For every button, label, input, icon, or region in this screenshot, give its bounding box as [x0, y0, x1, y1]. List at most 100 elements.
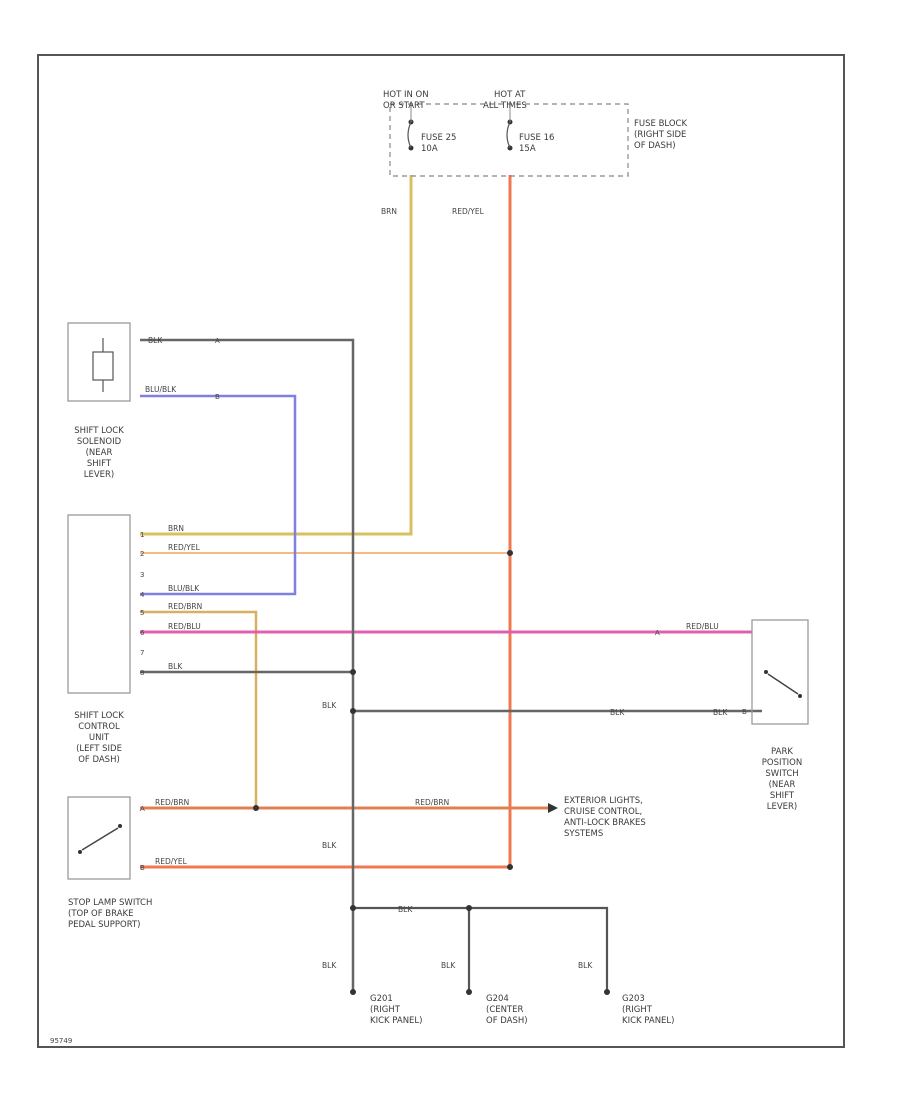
hot-run-label: HOT IN ON: [383, 90, 429, 100]
wire-label: BLK: [610, 708, 625, 717]
solenoid-label: SOLENOID: [77, 437, 122, 447]
park-switch-box: [751, 619, 809, 725]
wire-label: RED/YEL: [452, 207, 485, 216]
ground-g204-label: (CENTER: [486, 1005, 524, 1015]
switch-contact-icon: [81, 827, 119, 851]
wire-label: BLK: [322, 701, 337, 710]
ground-g201-label: KICK PANEL): [370, 1016, 422, 1026]
stop-lamp-label: (TOP OF BRAKE: [68, 909, 133, 919]
wire-label: BLK: [168, 662, 183, 671]
splice-dot: [253, 805, 259, 811]
wire-label: BLU/BLK: [168, 584, 200, 593]
splice-dot: [350, 905, 356, 911]
stop-lamp-switch-box: [67, 796, 131, 880]
pin-label: B: [215, 393, 220, 401]
wire-label: RED/BRN: [415, 798, 449, 807]
wire-label: BLK: [322, 961, 337, 970]
shift-lock-solenoid-box: [67, 322, 131, 402]
fuse-16-label: FUSE 16: [519, 133, 554, 143]
park-switch-label: POSITION: [762, 758, 802, 768]
exterior-lights-label: SYSTEMS: [564, 829, 603, 839]
ground-g201-label: (RIGHT: [370, 1005, 401, 1015]
wire-label: BLK: [441, 961, 456, 970]
hot-all-label: ALL TIMES: [483, 101, 527, 111]
stop-lamp-label: STOP LAMP SWITCH: [68, 898, 152, 908]
splice-dot: [507, 864, 513, 870]
park-switch-label: (NEAR: [769, 780, 796, 790]
fuse-icon: [506, 121, 511, 149]
wire-label: BLK: [713, 708, 728, 717]
arrow-icon: [548, 803, 558, 813]
switch-contact-icon: [767, 673, 799, 695]
wire-label: RED/BRN: [168, 602, 202, 611]
pin-label: 7: [140, 649, 144, 657]
wire-label: BRN: [381, 207, 397, 216]
wire-blk-trunk: [140, 338, 355, 990]
ground-g203-label: KICK PANEL): [622, 1016, 674, 1026]
solenoid-label: LEVER): [84, 470, 115, 480]
wire-label: BLU/BLK: [145, 385, 177, 394]
wire-brn: [140, 175, 413, 536]
pin-label: 5: [140, 609, 144, 617]
ground-g201-label: G201: [370, 994, 393, 1004]
exterior-lights-label: EXTERIOR LIGHTS,: [564, 796, 643, 806]
ground-g204-label: G204: [486, 994, 509, 1004]
wire-label: BLK: [322, 841, 337, 850]
park-switch-label: PARK: [771, 747, 793, 757]
pin-label: A: [215, 337, 220, 345]
wire-label: BLK: [398, 905, 413, 914]
pin-label: 4: [140, 591, 145, 599]
pin-label: 6: [140, 629, 145, 637]
ground-dot: [604, 989, 610, 995]
ground-dot: [350, 989, 356, 995]
wire-redbrn-unit: [140, 610, 258, 808]
diagram-frame: [37, 54, 845, 1048]
splice-dot: [466, 905, 472, 911]
park-switch-label: SWITCH: [765, 769, 798, 779]
pin-label: A: [655, 629, 660, 637]
switch-terminal-icon: [764, 670, 768, 674]
fuse-block-label: (RIGHT SIDE: [634, 130, 686, 140]
fuse-16-label: 15A: [519, 144, 536, 154]
splice-dot: [350, 708, 356, 714]
solenoid-label: SHIFT: [87, 459, 112, 469]
exterior-lights-label: CRUISE CONTROL,: [564, 807, 642, 817]
fuse-25-label: 10A: [421, 144, 438, 154]
pin-label: 1: [140, 531, 144, 539]
control-unit-label: OF DASH): [78, 755, 120, 765]
pin-label: 8: [140, 669, 144, 677]
switch-terminal-icon: [798, 694, 802, 698]
hot-all-label: HOT AT: [494, 90, 526, 100]
control-unit-box: [67, 514, 131, 694]
wire-label: RED/BLU: [168, 622, 201, 631]
wire-label: BRN: [168, 524, 184, 533]
solenoid-label: (NEAR: [86, 448, 113, 458]
splice-dot: [507, 550, 513, 556]
wire-label: RED/BLU: [686, 622, 719, 631]
solenoid-label: SHIFT LOCK: [74, 426, 124, 436]
wire-label: BLK: [148, 336, 163, 345]
stop-lamp-label: PEDAL SUPPORT): [68, 920, 141, 930]
control-unit-label: (LEFT SIDE: [76, 744, 122, 754]
wire-red-trunk: [140, 175, 512, 869]
ground-g203-label: G203: [622, 994, 645, 1004]
figure-id: 95749: [50, 1037, 72, 1045]
control-unit-label: SHIFT LOCK: [74, 711, 124, 721]
hot-run-label: OR START: [383, 101, 425, 111]
pin-label: A: [140, 805, 145, 813]
ground-g203-label: (RIGHT: [622, 1005, 653, 1015]
splice-dot: [350, 669, 356, 675]
ground-dot: [466, 989, 472, 995]
switch-terminal-icon: [118, 824, 122, 828]
wire-label: RED/YEL: [168, 543, 201, 552]
fuse-25-label: FUSE 25: [421, 133, 456, 143]
park-switch-label: LEVER): [767, 802, 798, 812]
pin-label: 2: [140, 550, 144, 558]
pin-label: B: [140, 864, 145, 872]
fuse-block-label: OF DASH): [634, 141, 676, 151]
fuse-block-outline: [389, 103, 629, 177]
fuse-block-label: FUSE BLOCK: [634, 119, 687, 129]
pin-label: 3: [140, 571, 144, 579]
fuse-icon: [407, 121, 412, 149]
ground-g204-label: OF DASH): [486, 1016, 528, 1026]
